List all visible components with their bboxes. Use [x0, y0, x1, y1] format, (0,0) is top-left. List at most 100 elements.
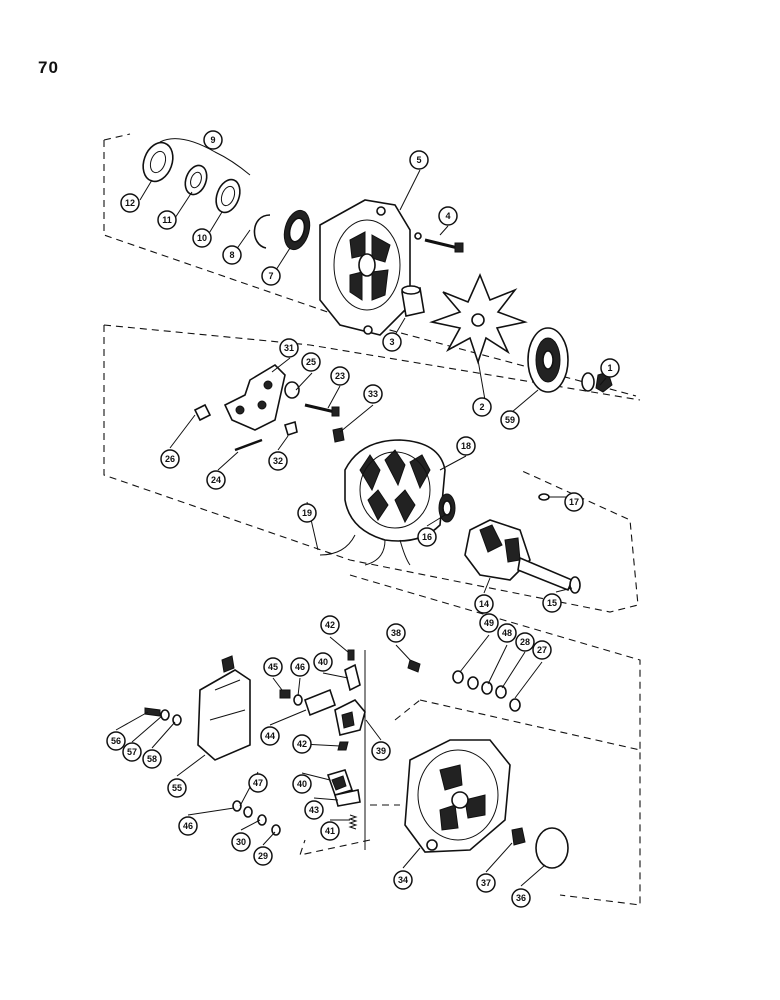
callout-label: 3	[389, 337, 394, 347]
washer-48	[481, 681, 493, 695]
bracket-9	[159, 138, 251, 176]
callout-c32: 32	[268, 451, 288, 471]
callout-label: 44	[265, 731, 275, 741]
callout-circle	[248, 773, 268, 793]
callout-c45: 45	[263, 657, 283, 677]
bracket-31	[223, 363, 286, 431]
callout-c46b: 46	[178, 816, 198, 836]
screw-38	[407, 659, 421, 673]
callout-label: 38	[391, 628, 401, 638]
callout-c14: 14	[474, 594, 494, 614]
callout-circle	[106, 731, 126, 751]
callout-c47: 47	[248, 773, 268, 793]
callout-c59: 59	[500, 410, 520, 430]
callout-c18: 18	[456, 436, 476, 456]
brush-40-upper	[344, 663, 361, 692]
callout-c57: 57	[122, 742, 142, 762]
callout-label: 8	[229, 250, 234, 260]
callout-label: 11	[162, 215, 172, 225]
brush-40-lower	[326, 769, 354, 796]
callout-circle	[363, 384, 383, 404]
holder-43	[334, 789, 361, 807]
callout-circle	[231, 832, 251, 852]
screw-45	[279, 689, 291, 699]
callout-c12: 12	[120, 193, 140, 213]
callout-c9: 9	[203, 130, 223, 150]
pulley-59	[527, 327, 569, 393]
regulator-55	[197, 655, 251, 761]
callout-label: 57	[127, 747, 137, 757]
callout-label: 27	[537, 645, 547, 655]
callout-c29: 29	[253, 846, 273, 866]
nut-47	[232, 800, 242, 812]
bolt-4	[414, 232, 464, 253]
callout-circle	[313, 652, 333, 672]
callout-circle	[320, 615, 340, 635]
callout-c27: 27	[532, 640, 552, 660]
spring-41	[348, 814, 358, 830]
callout-label: 40	[297, 779, 307, 789]
callout-label: 31	[284, 343, 294, 353]
callout-label: 59	[505, 415, 515, 425]
callout-c40a: 40	[313, 652, 333, 672]
callout-label: 48	[502, 628, 512, 638]
washer-27	[509, 698, 521, 712]
callout-c23: 23	[330, 366, 350, 386]
callout-circle	[178, 816, 198, 836]
callout-label: 24	[211, 475, 221, 485]
callout-label: 1	[607, 363, 612, 373]
callout-circle	[438, 206, 458, 226]
callout-label: 15	[547, 598, 557, 608]
front-housing-5	[319, 199, 411, 336]
callout-c49: 49	[479, 613, 499, 633]
callout-c34: 34	[393, 870, 413, 890]
callout-circle	[542, 593, 562, 613]
bearing-7	[283, 209, 311, 251]
screw-42-upper	[347, 649, 355, 661]
callout-label: 23	[335, 371, 345, 381]
o-ring-36	[535, 827, 569, 869]
callout-c36: 36	[511, 888, 531, 908]
group-outline-front	[103, 133, 637, 397]
callout-c17: 17	[564, 492, 584, 512]
rotor-14	[464, 519, 574, 592]
callout-c58: 58	[142, 749, 162, 769]
callout-label: 17	[569, 497, 579, 507]
callout-label: 7	[268, 271, 273, 281]
callout-circle	[476, 873, 496, 893]
bearing-16	[438, 493, 456, 523]
callout-label: 9	[210, 135, 215, 145]
washer-28	[495, 685, 507, 699]
callout-c11: 11	[157, 210, 177, 230]
callout-c31: 31	[279, 338, 299, 358]
callout-c48: 48	[497, 623, 517, 643]
callout-label: 37	[481, 878, 491, 888]
callout-circle	[160, 449, 180, 469]
callout-c8: 8	[222, 245, 242, 265]
callout-label: 43	[309, 805, 319, 815]
callout-circle	[564, 492, 584, 512]
callout-circle	[479, 613, 499, 633]
washer-49	[467, 676, 479, 690]
callout-circle	[263, 657, 283, 677]
callout-circle	[472, 397, 492, 417]
callout-circle	[304, 800, 324, 820]
callout-c24: 24	[206, 470, 226, 490]
insulator-32	[284, 420, 298, 437]
stator-18	[344, 439, 446, 542]
callout-circle	[297, 503, 317, 523]
callout-label: 12	[125, 198, 135, 208]
callout-label: 41	[325, 826, 335, 836]
callout-circle	[511, 888, 531, 908]
snap-ring-8	[253, 214, 271, 249]
callout-circle	[203, 130, 223, 150]
insulator-26	[193, 403, 212, 422]
callout-c10: 10	[192, 228, 212, 248]
callout-label: 58	[147, 754, 157, 764]
callout-label: 49	[484, 618, 494, 628]
plug-37	[511, 827, 526, 846]
callout-label: 45	[268, 662, 278, 672]
callout-circle	[120, 193, 140, 213]
callout-circle	[456, 436, 476, 456]
callout-c16: 16	[417, 527, 437, 547]
